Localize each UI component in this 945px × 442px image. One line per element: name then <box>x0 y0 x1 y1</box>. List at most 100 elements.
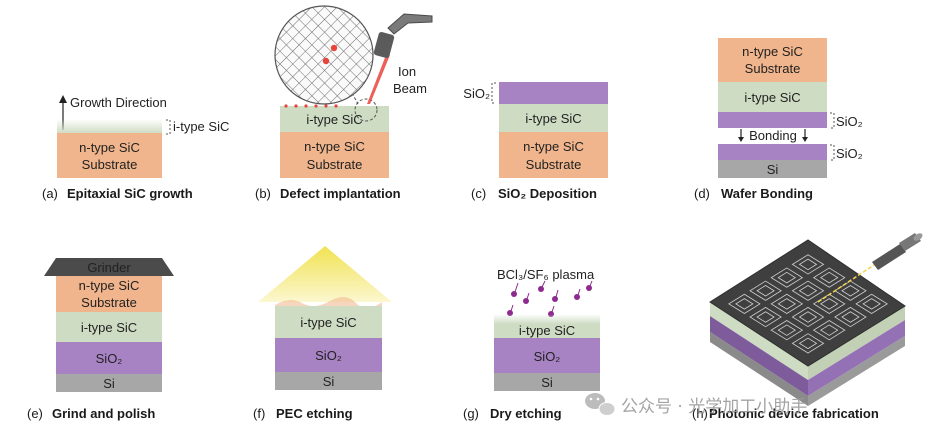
sio2-layer-f <box>275 338 382 372</box>
substrate-layer-c <box>499 132 608 178</box>
itype-label-d: i-type SiC <box>744 90 800 105</box>
pec-light <box>258 246 392 302</box>
itype-label-e: i-type SiC <box>81 320 137 335</box>
sio2-bottom-layer-d <box>718 144 827 160</box>
probe-fiber <box>872 233 923 270</box>
si-label-f: Si <box>323 374 335 389</box>
substrate-label-a: Substrate <box>82 157 138 172</box>
substrate-layer-d <box>718 38 827 82</box>
caption-e: (e) Grind and polish <box>27 406 155 421</box>
caption-c: (c) SiO₂ Deposition <box>471 186 597 201</box>
itype-layer-e <box>56 312 162 342</box>
defect-dot-1 <box>330 44 338 52</box>
substrate-layer-e <box>56 276 162 312</box>
ion-label: Ion <box>398 64 416 79</box>
watermark: 公众号 · 光学加工小助手 <box>585 393 807 417</box>
ntype-label-e: n-type SiC <box>79 278 140 293</box>
etched-top-g <box>494 314 600 324</box>
itype-label-a: i-type SiC <box>173 119 229 134</box>
sio2-top-layer-d <box>718 112 827 128</box>
chip-top-face <box>709 239 906 367</box>
caption-a-letter: (a) <box>42 186 58 201</box>
itype-label-b: i-type SiC <box>306 112 362 127</box>
chip-si-left <box>710 332 808 406</box>
sio2-bracket-d1 <box>830 112 835 129</box>
ntype-label-d: n-type SiC <box>742 44 803 59</box>
sio2-label-d2: SiO₂ <box>836 146 863 161</box>
si-layer-g <box>494 373 600 391</box>
substrate-layer-b <box>280 132 389 178</box>
caption-d-letter: (d) <box>694 186 710 201</box>
bonding-arrow-right <box>802 137 808 142</box>
etched-residue <box>275 296 382 309</box>
si-layer-f <box>275 372 382 390</box>
panel-b: i-type SiC n-type SiC Substrate Ion Beam <box>274 5 433 178</box>
chip-sio2-left <box>710 316 808 396</box>
caption-g: (g) Dry etching <box>463 406 562 421</box>
itype-layer-a <box>57 119 162 133</box>
substrate-label-d: Substrate <box>745 61 801 76</box>
si-label-g: Si <box>541 375 553 390</box>
caption-f-letter: (f) <box>253 406 265 421</box>
wechat-icon <box>585 393 616 416</box>
caption-a-text: Epitaxial SiC growth <box>67 186 193 201</box>
substrate-layer-a <box>57 133 162 178</box>
growth-arrow-head <box>59 95 67 103</box>
caption-d-text: Wafer Bonding <box>721 186 813 201</box>
caption-g-text: Dry etching <box>490 406 562 421</box>
laser-beam <box>817 258 884 303</box>
ntype-label-a: n-type SiC <box>79 140 140 155</box>
caption-g-letter: (g) <box>463 406 479 421</box>
caption-e-text: Grind and polish <box>52 406 155 421</box>
substrate-label-e: Substrate <box>81 295 137 310</box>
si-label-e: Si <box>103 376 115 391</box>
itype-bracket-a <box>166 119 171 135</box>
panel-c: i-type SiC n-type SiC Substrate SiO₂ <box>463 82 608 178</box>
beam-label: Beam <box>393 81 427 96</box>
panel-g: BCl₃/SF₆ plasma i-type SiC SiO₂ Si <box>494 267 600 391</box>
panel-a: Growth Direction n-type SiC Substrate i-… <box>57 95 229 178</box>
implanted-defects <box>284 104 338 108</box>
captions: (a) Epitaxial SiC growth (b) Defect impl… <box>27 186 879 421</box>
ion-beam <box>367 55 390 104</box>
caption-e-letter: (e) <box>27 406 43 421</box>
itype-layer-f <box>275 306 382 338</box>
caption-b-text: Defect implantation <box>280 186 401 201</box>
sio2-layer-g <box>494 338 600 373</box>
caption-b-letter: (b) <box>255 186 271 201</box>
itype-layer-g <box>494 324 600 338</box>
ntype-label-b: n-type SiC <box>304 139 365 154</box>
itype-label-f: i-type SiC <box>300 315 356 330</box>
itype-label-c: i-type SiC <box>525 111 581 126</box>
plasma-particles <box>507 280 593 317</box>
caption-b: (b) Defect implantation <box>255 186 401 201</box>
ntype-label-c: n-type SiC <box>523 139 584 154</box>
caption-h-text: Photonic device fabrication <box>709 406 879 421</box>
chip-itype-left <box>710 302 808 380</box>
caption-h-letter: (h) <box>692 406 708 421</box>
substrate-label-b: Substrate <box>307 157 363 172</box>
sio2-bracket-d2 <box>830 144 835 161</box>
grinder-label: Grinder <box>87 260 131 275</box>
caption-f: (f) PEC etching <box>253 406 353 421</box>
sio2-layer-e <box>56 342 162 374</box>
zoom-spot <box>354 98 378 122</box>
photonic-device-array <box>728 254 888 354</box>
chip-sio2-right <box>808 320 905 396</box>
grinder-tool <box>44 258 174 276</box>
si-label-d: Si <box>767 162 779 177</box>
sio2-label-c: SiO₂ <box>463 86 490 101</box>
panel-d: n-type SiC Substrate i-type SiC Bonding … <box>718 38 863 178</box>
si-layer-d <box>718 160 827 178</box>
panel-f: i-type SiC SiO₂ Si <box>258 246 392 390</box>
itype-layer-d <box>718 82 827 112</box>
itype-layer-b <box>280 106 389 132</box>
plasma-label: BCl₃/SF₆ plasma <box>497 267 595 282</box>
defect-dot-2 <box>322 57 330 65</box>
bonding-label: Bonding <box>749 128 797 143</box>
caption-f-text: PEC etching <box>276 406 353 421</box>
caption-c-text: SiO₂ Deposition <box>498 186 597 201</box>
itype-label-g: i-type SiC <box>519 323 575 338</box>
substrate-label-c: Substrate <box>526 157 582 172</box>
